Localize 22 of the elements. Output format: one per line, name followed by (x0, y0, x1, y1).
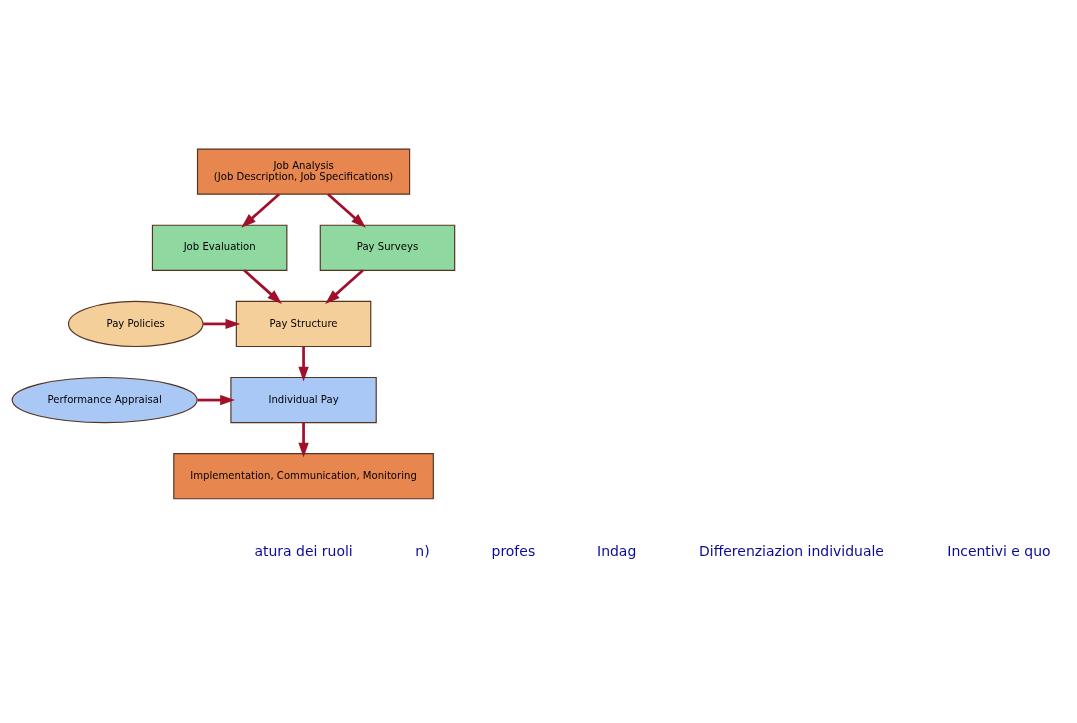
label: atura dei ruoli (254, 542, 353, 559)
node-ellipse: Performance Appraisal (11, 376, 198, 423)
label: Indag (597, 542, 637, 559)
arrow (298, 346, 309, 381)
node-box: Job Analysis (Job Description, Job Specifications) (196, 148, 411, 195)
label: n) (415, 542, 430, 559)
arrow (243, 268, 282, 304)
label: Differenziazion individuale (699, 542, 884, 559)
arrow (298, 422, 309, 458)
node-ellipse: Pay Policies (67, 300, 204, 347)
node-box: Pay Structure (235, 300, 372, 347)
arrow (325, 268, 364, 304)
label: profes (491, 542, 536, 559)
node-box: Implementation, Communication, Monitoring (173, 452, 434, 499)
arrow (241, 192, 280, 228)
arrow (197, 394, 235, 405)
arrow (203, 318, 241, 329)
node-box: Job Evaluation (151, 224, 288, 271)
label: Incentivi e quo (947, 542, 1051, 559)
node-box: Individual Pay (230, 376, 377, 423)
arrow (327, 192, 366, 228)
node-box: Pay Surveys (319, 224, 456, 271)
